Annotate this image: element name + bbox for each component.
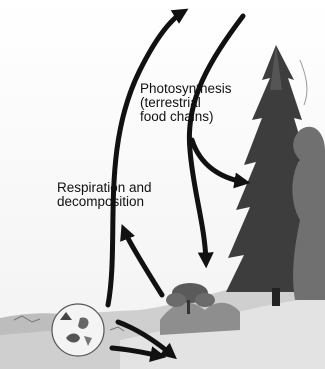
photosynthesis-label: Photosynthesis (terrestrial food chains) (140, 82, 232, 124)
respiration-label: Respiration and decomposition (57, 181, 152, 209)
